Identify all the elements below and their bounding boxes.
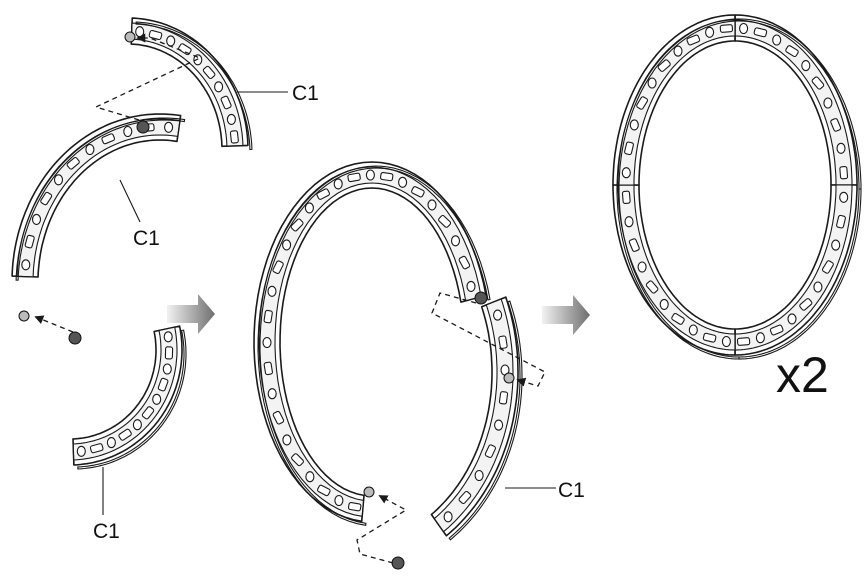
segment-round-hole (283, 240, 291, 250)
segment-round-hole (153, 394, 161, 404)
segment-round-hole (306, 472, 314, 482)
label-middle: C1 (133, 227, 160, 250)
segment-round-hole (107, 438, 115, 448)
segment-slot-hole (380, 172, 393, 181)
segment-slot-hole (348, 502, 361, 511)
segment-round-hole (495, 420, 503, 430)
segment-round-hole (832, 240, 840, 250)
segment-round-hole (77, 446, 85, 456)
segment-round-hole (788, 314, 796, 324)
segment-slot-hole (348, 173, 361, 182)
segment-round-hole (165, 122, 173, 132)
segment-round-hole (136, 27, 144, 37)
segment-round-hole (55, 175, 63, 185)
arrow-step2-to-step3 (542, 295, 590, 335)
segment-round-hole (268, 286, 276, 296)
segment-round-hole (334, 179, 342, 189)
segment-round-hole (283, 435, 291, 445)
segment-round-hole (86, 145, 94, 155)
segment-round-hole (475, 471, 483, 481)
segment-round-hole (467, 281, 475, 291)
segment-round-hole (648, 78, 656, 88)
segment-assembled-arc (254, 162, 490, 525)
segment-round-hole (689, 325, 697, 335)
segment-round-hole (814, 282, 822, 292)
segment-round-hole (163, 364, 171, 374)
segment-round-hole (133, 420, 141, 430)
segment-round-hole (706, 27, 714, 37)
segment-slot-hole (720, 25, 733, 33)
pin-step2-lower (364, 487, 374, 497)
connect-line-step2-lower (357, 496, 406, 563)
segment-round-hole (124, 127, 132, 137)
segment-round-hole (837, 143, 845, 153)
segment-round-hole (740, 24, 748, 34)
segment-round-hole (625, 217, 633, 227)
segment-round-hole (802, 61, 810, 71)
segment-slot-hole (499, 336, 508, 349)
segment-round-hole (756, 333, 764, 343)
segment-round-hole (399, 177, 407, 187)
segment-round-hole (164, 332, 172, 342)
pin-step2-upper (504, 373, 514, 383)
segment-round-hole (638, 262, 646, 272)
segment-round-hole (167, 36, 175, 46)
segment-last (431, 297, 522, 540)
label-bottom: C1 (93, 520, 120, 543)
segment-round-hole (773, 35, 781, 45)
segment-round-hole (22, 260, 30, 270)
segment-slot-hole (264, 310, 273, 323)
segment-slot-hole (264, 362, 273, 375)
segment-round-hole (722, 337, 730, 347)
complete-ring (613, 15, 861, 359)
segment-round-hole (622, 168, 630, 178)
segment-bottom (73, 326, 186, 469)
segment-round-hole (428, 200, 436, 210)
segment-round-hole (366, 170, 374, 180)
segment-round-hole (674, 46, 682, 56)
segment-round-hole (824, 98, 832, 108)
segment-round-hole (494, 310, 502, 320)
pin-top-left (125, 32, 135, 42)
segment-slot-hole (499, 391, 508, 404)
segment-round-hole (452, 236, 460, 246)
segment-inner-rail (17, 119, 180, 277)
segment-slot-hole (622, 191, 630, 204)
peg-middle-top (137, 121, 149, 133)
segment-inner-rail (618, 20, 735, 185)
connect-line-bottom (36, 317, 73, 332)
segment-slot-hole (840, 166, 848, 179)
segment-round-hole (335, 496, 343, 506)
segment-middle (12, 114, 185, 280)
segment-slot-hole (737, 338, 750, 346)
peg-step2-bottom (392, 557, 404, 569)
segment-round-hole (215, 82, 223, 92)
segment-round-hole (268, 389, 276, 399)
peg-bottom-top (69, 332, 81, 344)
segment-inner-rail (434, 299, 513, 532)
segment-inner-rail (735, 185, 852, 350)
segment-round-hole (263, 338, 271, 348)
segment-round-hole (33, 214, 41, 224)
segment-round-hole (444, 512, 452, 522)
label-step2: C1 (558, 479, 585, 502)
segment-slot-hole (230, 131, 238, 144)
segment-inner-rail (618, 185, 735, 350)
label-top: C1 (292, 82, 319, 105)
step3-group (613, 15, 861, 359)
pin-middle-bottom (19, 311, 29, 321)
segment-slot-hole (165, 347, 172, 359)
quantity-multiplier: x2 (776, 347, 829, 403)
segment-round-hole (630, 120, 638, 130)
segment-round-hole (305, 203, 313, 213)
segment-round-hole (227, 114, 235, 124)
segment-inner-rail (735, 20, 852, 185)
leader-middle (120, 180, 140, 222)
segment-round-hole (840, 192, 848, 202)
peg-step2-right (475, 292, 487, 304)
step2-group: C1 (254, 162, 585, 569)
segment-round-hole (660, 299, 668, 309)
